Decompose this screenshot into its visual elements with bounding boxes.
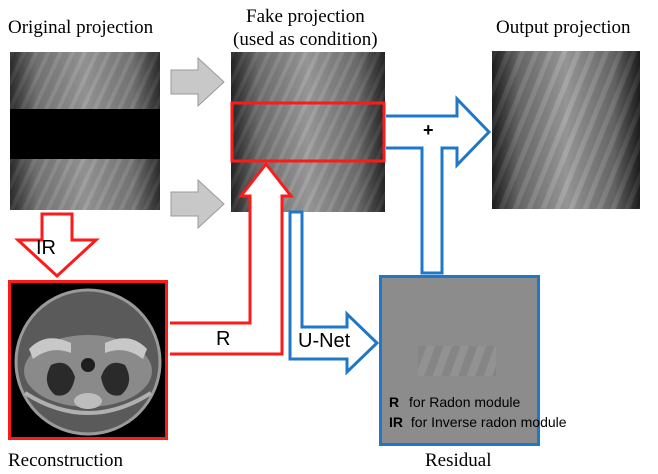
plus-arrow [386,95,492,275]
reconstruction-title: Reconstruction [8,450,124,471]
legend-r-key: R [389,394,400,410]
legend-ir-key: IR [389,414,403,430]
residual-image [379,275,540,446]
legend-r-text: for Radon module [409,394,521,410]
projection-texture [492,51,640,209]
original-projection-title: Original projection [8,17,154,38]
fake-projection-subtitle: (used as condition) [233,29,378,50]
missing-data-band [10,109,160,159]
reconstruction-image [8,280,168,440]
ir-arrow [14,212,100,279]
fake-projection-title: Fake projection [246,6,365,27]
ct-slice [14,288,162,436]
output-projection-image [492,51,640,209]
original-projection-image [10,52,160,210]
unet-arrow-label: U-Net [298,330,351,352]
plus-label: + [423,120,434,140]
fake-region-highlight [230,101,386,163]
gray-arrow-bottom [170,178,225,230]
ir-arrow-label: IR [36,237,56,259]
output-projection-title: Output projection [496,17,631,38]
residual-title: Residual [425,450,492,471]
residual-band [418,346,496,376]
gray-arrow-top [170,56,225,108]
r-arrow-label: R [216,328,231,350]
unet-arrow [288,210,380,376]
legend-radon: R for Radon module [389,394,520,410]
legend-inverse-radon: IR for Inverse radon module [389,414,567,430]
legend-ir-text: for Inverse radon module [410,414,567,430]
r-arrow [170,161,295,356]
